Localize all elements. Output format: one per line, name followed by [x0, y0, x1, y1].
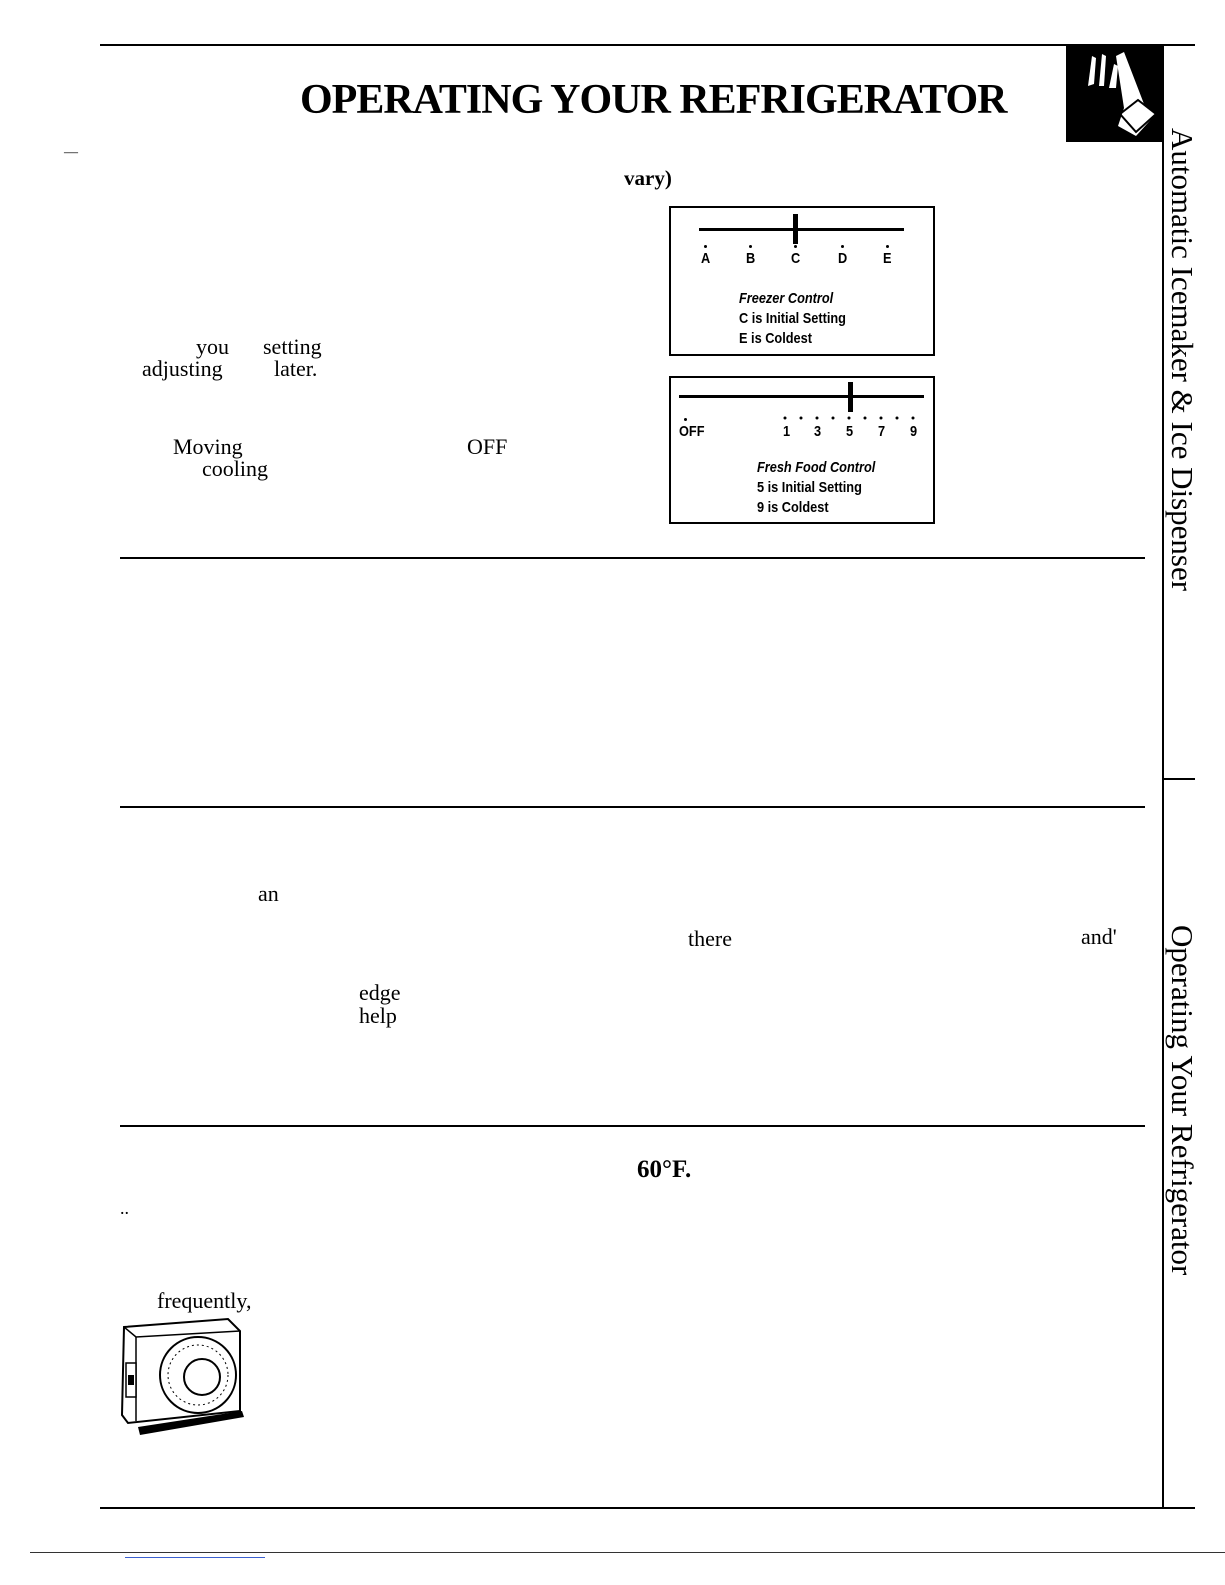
fragment-dots: ..	[120, 1198, 129, 1218]
fresh-food-slider-track	[679, 395, 924, 398]
freezer-dot-b	[749, 245, 752, 248]
sidebar-vertical-line	[1162, 44, 1164, 1509]
dial-thermometer-icon	[118, 1315, 248, 1440]
stray-mark: —	[64, 145, 78, 160]
fresh-food-off-label: OFF	[679, 423, 705, 440]
sidebar-section-icemaker: Automatic Icemaker & Ice Dispenser	[1165, 128, 1200, 592]
fragment-setting: setting	[263, 334, 322, 359]
fresh-food-coldest: 9 is Coldest	[757, 499, 829, 516]
fragment-and: and'	[1081, 924, 1117, 949]
fresh-food-control-label: Fresh Food Control	[757, 459, 876, 476]
fresh-food-number-5: 5	[846, 423, 854, 440]
freezer-control-panel: A B C D E Freezer Control C is Initial S…	[669, 206, 935, 356]
fresh-food-slider-thumb[interactable]	[848, 382, 853, 412]
fresh-food-control-panel: OFF 1 3 5 7 9 Fresh Food Control 5 is In…	[669, 376, 935, 524]
fragment-there: there	[688, 926, 732, 951]
pointing-hand-icon	[1066, 44, 1164, 142]
fresh-food-number-1: 1	[783, 423, 791, 440]
fresh-food-number-3: 3	[814, 423, 822, 440]
bottom-rule	[100, 1507, 1195, 1509]
fragment-edge: edge	[359, 980, 401, 1005]
fresh-food-number-7: 7	[878, 423, 886, 440]
freezer-coldest: E is Coldest	[739, 330, 812, 347]
freezer-initial-setting: C is Initial Setting	[739, 310, 846, 327]
freezer-slider-thumb[interactable]	[793, 214, 798, 244]
fragment-moving: Moving	[173, 434, 243, 459]
freezer-dot-d	[841, 245, 844, 248]
fragment-60f: 60°F.	[637, 1156, 692, 1183]
fresh-food-number-9: 9	[910, 423, 918, 440]
fresh-food-initial-setting: 5 is Initial Setting	[757, 479, 862, 496]
freezer-mark-b: B	[746, 250, 756, 267]
fragment-later: later.	[274, 356, 318, 381]
freezer-slider-track	[699, 228, 904, 231]
section-rule-2	[120, 806, 1145, 808]
freezer-control-label: Freezer Control	[739, 290, 834, 307]
freezer-dot-e	[886, 245, 889, 248]
fresh-food-tick-dots	[783, 416, 915, 420]
page-title: OPERATING YOUR REFRIGERATOR	[300, 77, 1008, 123]
fragment-vary: vary)	[624, 166, 672, 190]
freezer-mark-c: C	[791, 250, 801, 267]
section-rule-3	[120, 1125, 1145, 1127]
fragment-adjusting: adjusting	[142, 356, 223, 381]
freezer-dot-a	[704, 245, 707, 248]
section-rule-1	[120, 557, 1145, 559]
fragment-off: OFF	[467, 434, 508, 459]
sidebar-divider	[1162, 778, 1195, 780]
fresh-food-off-dot	[684, 418, 687, 421]
freezer-dot-c	[794, 245, 797, 248]
freezer-mark-e: E	[883, 250, 892, 267]
sidebar-section-operating: Operating Your Refrigerator	[1165, 925, 1200, 1276]
footer-link-underline	[125, 1557, 265, 1558]
fragment-an: an	[258, 881, 279, 906]
fragment-help: help	[359, 1003, 397, 1028]
fragment-cooling: cooling	[202, 456, 268, 481]
fragment-frequently: frequently,	[157, 1288, 252, 1313]
freezer-mark-a: A	[701, 250, 711, 267]
footer-line	[30, 1552, 1225, 1553]
fragment-you: you	[196, 334, 229, 359]
top-rule	[100, 44, 1195, 46]
freezer-mark-d: D	[838, 250, 848, 267]
